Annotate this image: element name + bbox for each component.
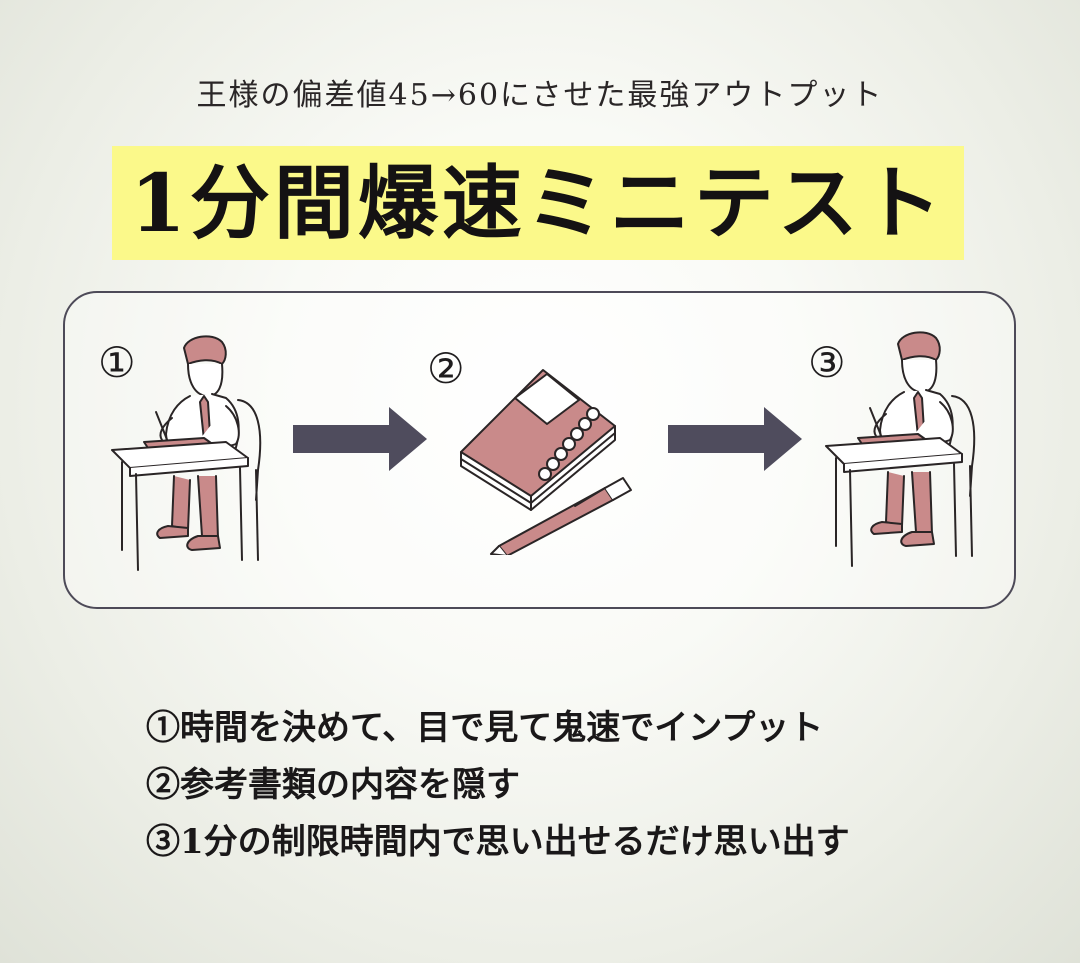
arrow-right-icon xyxy=(668,407,802,471)
step-text-1: ①時間を決めて、目で見て鬼速でインプット xyxy=(146,708,824,748)
student-at-desk-icon xyxy=(825,331,976,567)
notebook-with-pen-icon xyxy=(460,369,632,555)
step-text-3: ③1分の制限時間内で思い出せるだけ思い出す xyxy=(146,822,850,862)
page-title: 1分間爆速ミニテスト xyxy=(130,156,946,250)
step-text-2: ②参考書類の内容を隠す xyxy=(146,765,520,805)
title-highlight xyxy=(112,146,964,260)
step-marker-1: ① xyxy=(98,338,136,387)
step-marker-3: ③ xyxy=(808,338,846,387)
steps-list: ①時間を決めて、目で見て鬼速でインプット ②参考書類の内容を隠す ③1分の制限時… xyxy=(146,700,1046,871)
step-marker-2: ② xyxy=(427,344,465,393)
subtitle: 王様の偏差値45→60にさせた最強アウトプット xyxy=(196,78,884,113)
arrow-right-icon xyxy=(293,407,427,471)
student-at-desk-icon xyxy=(111,335,262,571)
